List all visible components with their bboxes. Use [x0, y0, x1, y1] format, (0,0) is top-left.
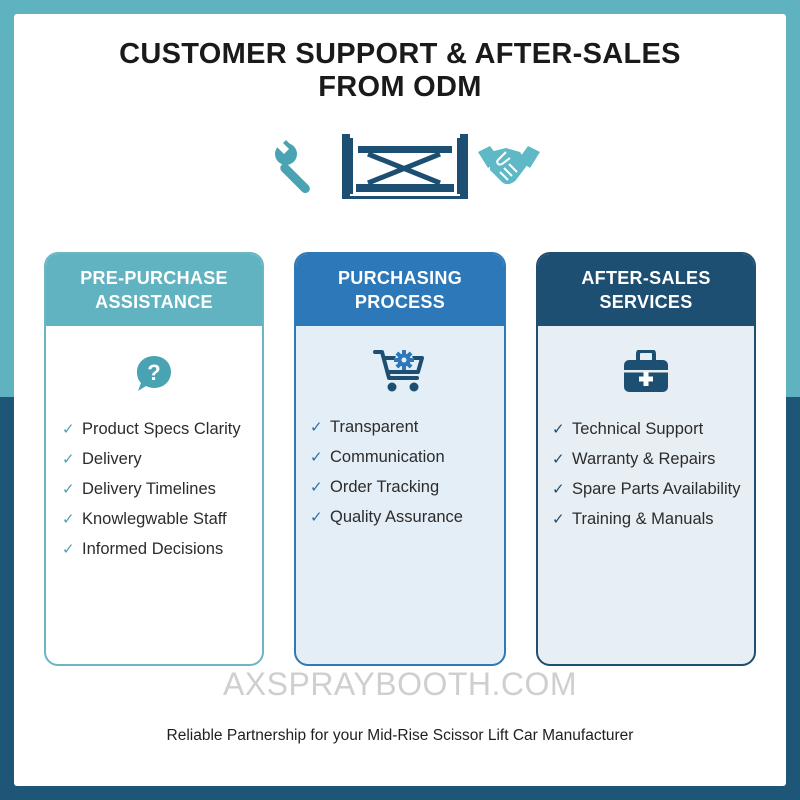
card-pre-purchase: PRE-PURCHASE ASSISTANCE ? ✓Product Specs…: [44, 252, 264, 666]
card-after-sales: AFTER-SALES SERVICES ✓Technical Support …: [536, 252, 756, 666]
checkmark-icon: ✓: [62, 451, 75, 468]
checkmark-icon: ✓: [552, 421, 565, 438]
handshake-icon: [478, 146, 540, 185]
checkmark-icon: ✓: [310, 449, 323, 466]
checkmark-icon: ✓: [552, 481, 565, 498]
tagline: Reliable Partnership for your Mid-Rise S…: [166, 727, 634, 744]
checkmark-icon: ✓: [552, 511, 565, 528]
card-items: ✓Transparent ✓Communication ✓Order Track…: [310, 412, 463, 532]
list-item: ✓Spare Parts Availability: [552, 479, 741, 499]
checkmark-icon: ✓: [62, 421, 75, 438]
checkmark-icon: ✓: [62, 481, 75, 498]
card-heading: PURCHASING PROCESS: [296, 254, 504, 326]
list-item: ✓Product Specs Clarity: [62, 419, 241, 439]
checkmark-icon: ✓: [310, 509, 323, 526]
checkmark-icon: ✓: [310, 479, 323, 496]
hero-icons: [268, 128, 548, 200]
list-item: ✓Communication: [310, 447, 445, 467]
checkmark-icon: ✓: [62, 541, 75, 558]
list-item: ✓Quality Assurance: [310, 507, 463, 527]
checkmark-icon: ✓: [62, 511, 75, 528]
list-item: ✓Technical Support: [552, 419, 704, 439]
card-items: ✓Product Specs Clarity ✓Delivery ✓Delive…: [62, 414, 241, 564]
list-item: ✓Informed Decisions: [62, 539, 224, 559]
list-item: ✓Knowlegwable Staff: [62, 509, 227, 529]
question-bubble-icon: ?: [46, 354, 262, 394]
list-item: ✓Order Tracking: [310, 477, 440, 497]
shopping-cart-gear-icon: [296, 346, 504, 396]
page-title: CUSTOMER SUPPORT & AFTER-SALES FROM ODM: [119, 38, 681, 103]
wrench-icon: [275, 140, 318, 194]
checkmark-icon: ✓: [552, 451, 565, 468]
list-item: ✓Delivery Timelines: [62, 479, 216, 499]
card-items: ✓Technical Support ✓Warranty & Repairs ✓…: [552, 414, 740, 534]
list-item: ✓Training & Manuals: [552, 509, 714, 529]
watermark: AXSPRAYBOOTH.COM: [222, 666, 578, 702]
list-item: ✓Transparent: [310, 417, 419, 437]
card-purchasing: PURCHASING PROCESS ✓Transp: [294, 252, 506, 666]
card-heading: AFTER-SALES SERVICES: [538, 254, 754, 326]
checkmark-icon: ✓: [310, 419, 323, 436]
list-item: ✓Delivery: [62, 449, 142, 469]
toolbox-icon: [538, 350, 754, 394]
scissor-lift-icon: [342, 134, 468, 199]
list-item: ✓Warranty & Repairs: [552, 449, 716, 469]
card-heading: PRE-PURCHASE ASSISTANCE: [46, 254, 262, 326]
svg-text:?: ?: [147, 360, 160, 385]
